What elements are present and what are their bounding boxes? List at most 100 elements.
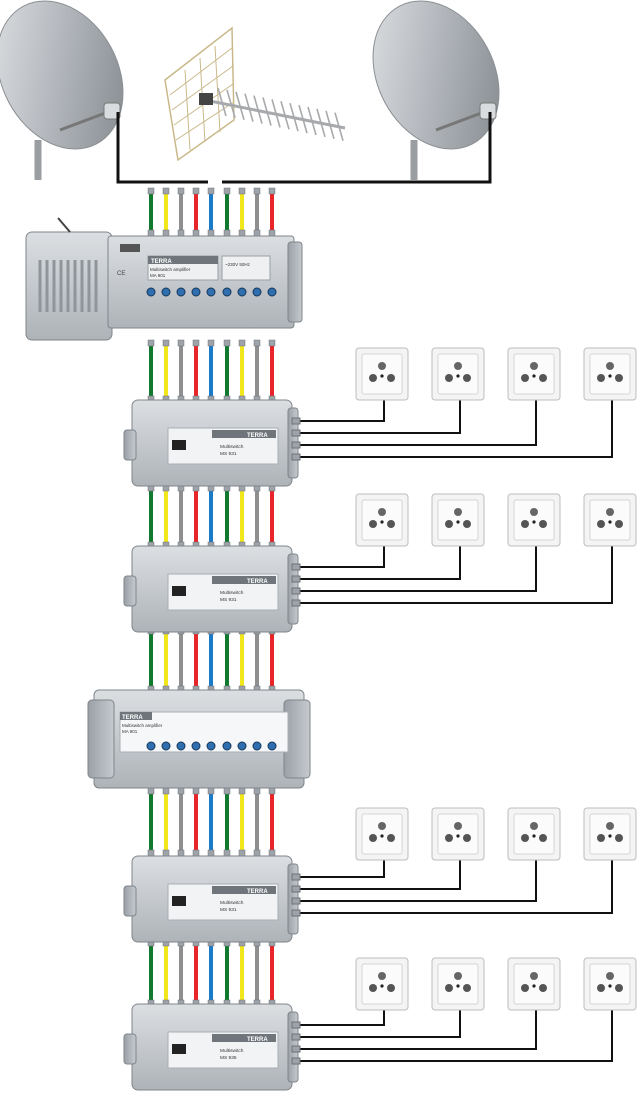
output-port-icon: [291, 417, 301, 425]
f-connector-icon: [192, 229, 200, 237]
wall-outlet-icon: [431, 957, 485, 1011]
multiswitch-title: Multiswitch: [220, 444, 244, 450]
multiswitch-model: MS 935: [220, 1055, 237, 1061]
gain-knob-icon[interactable]: [206, 741, 216, 751]
brand-logo-icon: [172, 586, 186, 596]
output-port-icon: [291, 873, 301, 881]
f-connector-icon: [147, 339, 155, 347]
f-connector-icon: [268, 339, 276, 347]
wall-outlet-icon: [583, 957, 637, 1011]
wall-outlet-icon: [355, 807, 409, 861]
f-connector-icon: [253, 849, 261, 857]
f-connector-icon: [207, 229, 215, 237]
f-connector-icon: [192, 339, 200, 347]
amplifier-side-mark: CE: [117, 271, 125, 277]
outlet-cable: [300, 400, 461, 434]
gain-knob-icon[interactable]: [191, 287, 201, 297]
gain-knob-icon[interactable]: [191, 741, 201, 751]
amplifier-power-label: ~230V 50Hz: [225, 262, 251, 267]
multiswitch-brand: TERRA: [247, 1037, 268, 1043]
f-connector-icon: [207, 187, 215, 195]
f-connector-icon: [207, 339, 215, 347]
gain-knob-icon[interactable]: [206, 287, 216, 297]
output-port-icon: [291, 599, 301, 607]
output-port-icon: [291, 909, 301, 917]
wall-outlet-icon: [507, 807, 561, 861]
f-connector-icon: [162, 229, 170, 237]
outlet-cable: [300, 1010, 461, 1038]
coaxial-cable-bundle: [147, 187, 276, 1007]
multiswitch-title: Multiswitch: [220, 590, 244, 596]
outlet-cable: [300, 860, 613, 914]
multiswitch-amplifier-top: TERRA Multiswitch amplifier MA 901 ~230V…: [25, 217, 303, 341]
f-connector-icon: [207, 787, 215, 795]
f-connector-icon: [162, 787, 170, 795]
f-connector-icon: [238, 849, 246, 857]
f-connector-icon: [268, 229, 276, 237]
output-port-icon: [291, 885, 301, 893]
f-connector-icon: [238, 787, 246, 795]
gain-knob-icon[interactable]: [222, 741, 232, 751]
gain-knob-icon[interactable]: [222, 287, 232, 297]
output-port-icon: [291, 897, 301, 905]
outlet-cable: [300, 860, 385, 878]
outlet-cable: [300, 1010, 613, 1062]
gain-knob-icon[interactable]: [252, 741, 262, 751]
multiswitch-model: MS 931: [220, 907, 237, 913]
outlet-cable: [300, 860, 461, 890]
multiswitch-brand: TERRA: [247, 433, 268, 439]
output-port-icon: [291, 1021, 301, 1029]
gain-knob-icon[interactable]: [176, 741, 186, 751]
f-connector-icon: [147, 787, 155, 795]
f-connector-icon: [177, 229, 185, 237]
outlet-cable: [300, 400, 613, 458]
output-port-icon: [291, 1045, 301, 1053]
output-port-icon: [291, 1057, 301, 1065]
output-port-icon: [291, 587, 301, 595]
gain-knob-icon[interactable]: [176, 287, 186, 297]
multiswitch-title: Multiswitch: [220, 1048, 244, 1054]
outlet-cable: [300, 546, 613, 604]
f-connector-icon: [253, 787, 261, 795]
amplifier-mid-brand: TERRA: [122, 715, 143, 721]
gain-knob-icon[interactable]: [267, 287, 277, 297]
satellite-dish-right-icon: [372, 0, 500, 180]
f-connector-icon: [253, 187, 261, 195]
brand-logo-icon: [172, 896, 186, 906]
output-port-icon: [291, 429, 301, 437]
gain-knob-icon[interactable]: [146, 287, 156, 297]
f-connector-icon: [162, 849, 170, 857]
gain-knob-icon[interactable]: [146, 741, 156, 751]
output-port-icon: [291, 441, 301, 449]
f-connector-icon: [268, 187, 276, 195]
multiswitch-brand: TERRA: [247, 579, 268, 585]
multiswitch-amplifier-mid: TERRA Multiswitch amplifier MA 901: [87, 689, 311, 789]
gain-knob-icon[interactable]: [252, 287, 262, 297]
multiswitch-model: MS 931: [220, 451, 237, 457]
outlet-cable: [300, 546, 385, 568]
outlet-cable: [300, 546, 537, 592]
gain-knob-icon[interactable]: [237, 741, 247, 751]
output-port-icon: [291, 563, 301, 571]
outlet-wiring: [300, 400, 613, 1062]
terrestrial-antenna-icon: [164, 26, 346, 162]
wall-outlet-icon: [431, 493, 485, 547]
f-connector-icon: [177, 787, 185, 795]
gain-knob-icon[interactable]: [267, 741, 277, 751]
wall-outlet-icon: [355, 347, 409, 401]
f-connector-icon: [192, 849, 200, 857]
output-port-icon: [291, 1033, 301, 1041]
outlet-cable: [300, 1010, 385, 1026]
gain-knob-icon[interactable]: [161, 287, 171, 297]
wall-outlet-icon: [431, 807, 485, 861]
gain-knob-icon[interactable]: [161, 741, 171, 751]
gain-knob-icon[interactable]: [237, 287, 247, 297]
outlet-cable: [300, 546, 461, 580]
f-connector-icon: [238, 339, 246, 347]
wall-outlet-icon: [583, 493, 637, 547]
